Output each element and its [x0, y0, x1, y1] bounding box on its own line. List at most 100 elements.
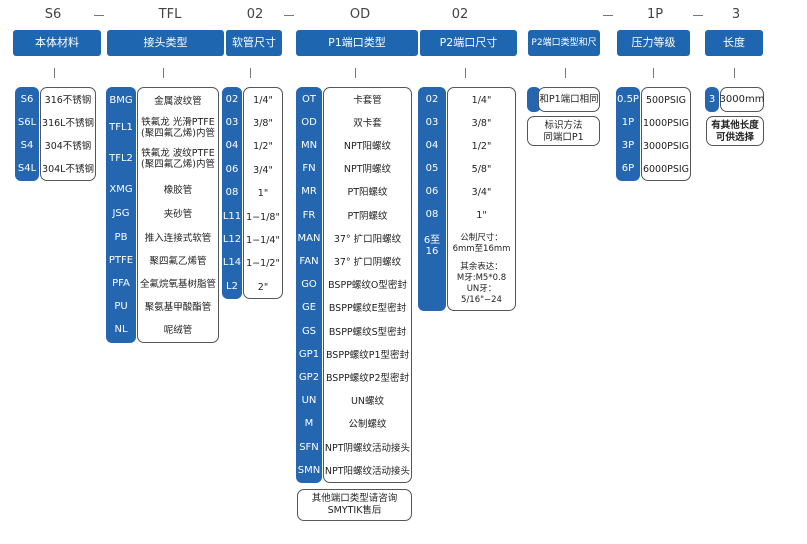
- fitting-label: 全氟烷氧基树脂管: [139, 278, 216, 290]
- hose-code: 06: [225, 163, 239, 175]
- p1-label: 37° 扩口阳螺纹: [333, 233, 402, 245]
- fitting-code: NL: [114, 323, 128, 335]
- fitting-label: 铁氟龙 光滑PTFE (聚四氟乙烯)内管: [141, 117, 215, 139]
- p1-code: FN: [302, 163, 316, 175]
- p1-label: PT阴螺纹: [347, 210, 388, 222]
- code-length: 3: [731, 7, 741, 22]
- p1-code: OD: [301, 116, 317, 128]
- pressure-code: 3P: [621, 139, 635, 151]
- hose-label: 1−1/4": [246, 234, 280, 246]
- p2-other: 其余表达： M牙:M5*0.8 UN牙：5/16"−24: [456, 262, 507, 305]
- length-note: 有其他长度 可供选择: [706, 116, 764, 146]
- fitting-label: 聚氨基甲酸酯管: [144, 301, 212, 313]
- code-p1: OD: [349, 7, 371, 22]
- p1-code: MAN: [297, 232, 321, 244]
- fitting-code: BMG: [109, 94, 133, 106]
- fitting-code: XMG: [109, 183, 133, 195]
- connector: [250, 68, 251, 78]
- p1-code: FR: [302, 209, 316, 221]
- header-p2type: P2端口类型和尺寸: [528, 30, 600, 74]
- fitting-code: TFL2: [109, 152, 133, 164]
- material-code: S6: [20, 93, 34, 105]
- material-label: 304L不锈钢: [42, 163, 94, 175]
- fitting-label: 金属波纹管: [154, 95, 202, 107]
- header-pressure: 压力等级: [617, 30, 690, 56]
- hose-label: 1−1/2": [246, 258, 280, 270]
- p1-code: MR: [301, 186, 317, 198]
- code-p2: 02: [451, 7, 469, 22]
- pressure-label: 500PSIG: [645, 94, 687, 106]
- length-box: 3000mm: [720, 87, 764, 112]
- fitting-code: PTFE: [108, 254, 134, 266]
- code-fitting: TFL: [158, 7, 182, 22]
- p1-label: 双卡套: [353, 117, 382, 129]
- length-label: 3000mm: [719, 94, 765, 105]
- length-note-text: 有其他长度 可供选择: [711, 120, 759, 143]
- fitting-code: PU: [114, 300, 128, 312]
- p2-code: 6至16: [423, 235, 441, 257]
- p1-code: GE: [301, 302, 317, 314]
- length-code: 3: [708, 94, 716, 105]
- p1-code: SFN: [299, 441, 319, 453]
- p1-code: GP1: [298, 348, 320, 360]
- fitting-label: 聚四氟乙烯管: [149, 255, 207, 267]
- hose-code: 04: [225, 140, 239, 152]
- p2-code: 08: [425, 208, 439, 220]
- dash: [693, 15, 703, 16]
- hose-code: L14: [222, 257, 242, 269]
- fitting-code: PB: [114, 231, 128, 243]
- fitting-code: PFA: [112, 277, 130, 289]
- header-fitting: 接头类型: [107, 30, 224, 56]
- p1-label: 卡套管: [353, 94, 382, 106]
- material-label: 316不锈钢: [44, 94, 92, 106]
- connector: [355, 68, 356, 78]
- p1-label: 公制螺纹: [348, 419, 387, 431]
- p2-label: 1/4": [471, 94, 492, 106]
- material-label: 316L不锈钢: [42, 117, 94, 129]
- p1-label: BSPP螺纹S型密封: [328, 326, 407, 338]
- p2-label: 5/8": [471, 163, 492, 175]
- code-pressure: 1P: [646, 7, 664, 22]
- p2-label: 1": [476, 209, 487, 221]
- connector: [54, 68, 55, 78]
- fitting-label: 夹砂管: [163, 208, 193, 220]
- material-code: S4L: [17, 162, 37, 174]
- connector: [465, 68, 466, 78]
- hose-code: L2: [226, 280, 238, 292]
- fitting-label: 推入连接式软管: [144, 232, 212, 244]
- connector: [565, 68, 566, 78]
- p1-code: M: [304, 418, 314, 430]
- hose-label: 1/2": [253, 141, 273, 153]
- p1-code: OT: [302, 93, 316, 105]
- hose-label: 2": [257, 281, 269, 293]
- header-material: 本体材料: [13, 30, 101, 56]
- p2-code: 06: [425, 185, 439, 197]
- p1-label: NPT阴螺纹: [343, 164, 392, 176]
- code-hose: 02: [246, 7, 264, 22]
- p2type-note: 标识方法 同端口P1: [527, 116, 600, 146]
- p2type-box: 和P1端口相同: [538, 87, 600, 112]
- material-code: S4: [20, 139, 34, 151]
- p2-code: 05: [425, 162, 439, 174]
- p1-note-text: 其他端口类型请咨询 SMYTIK售后: [311, 493, 398, 516]
- pressure-code: 6P: [621, 162, 635, 174]
- pressure-code: 1P: [621, 116, 635, 128]
- p1-code: UN: [301, 395, 317, 407]
- p1-label: BSPP螺纹E型密封: [328, 303, 407, 315]
- dash: [603, 15, 613, 16]
- pressure-label: 3000PSIG: [642, 140, 690, 152]
- p2-metric: 公制尺寸： 6mm至16mm: [452, 233, 511, 254]
- dash: [94, 15, 104, 16]
- dash: [284, 15, 294, 16]
- hose-code: 02: [225, 93, 239, 105]
- p1-label: UN螺纹: [350, 396, 385, 408]
- hose-code: 08: [225, 187, 239, 199]
- p1-label: 37° 扩口阴螺纹: [333, 256, 402, 268]
- fitting-label: 呢绒管: [163, 324, 193, 336]
